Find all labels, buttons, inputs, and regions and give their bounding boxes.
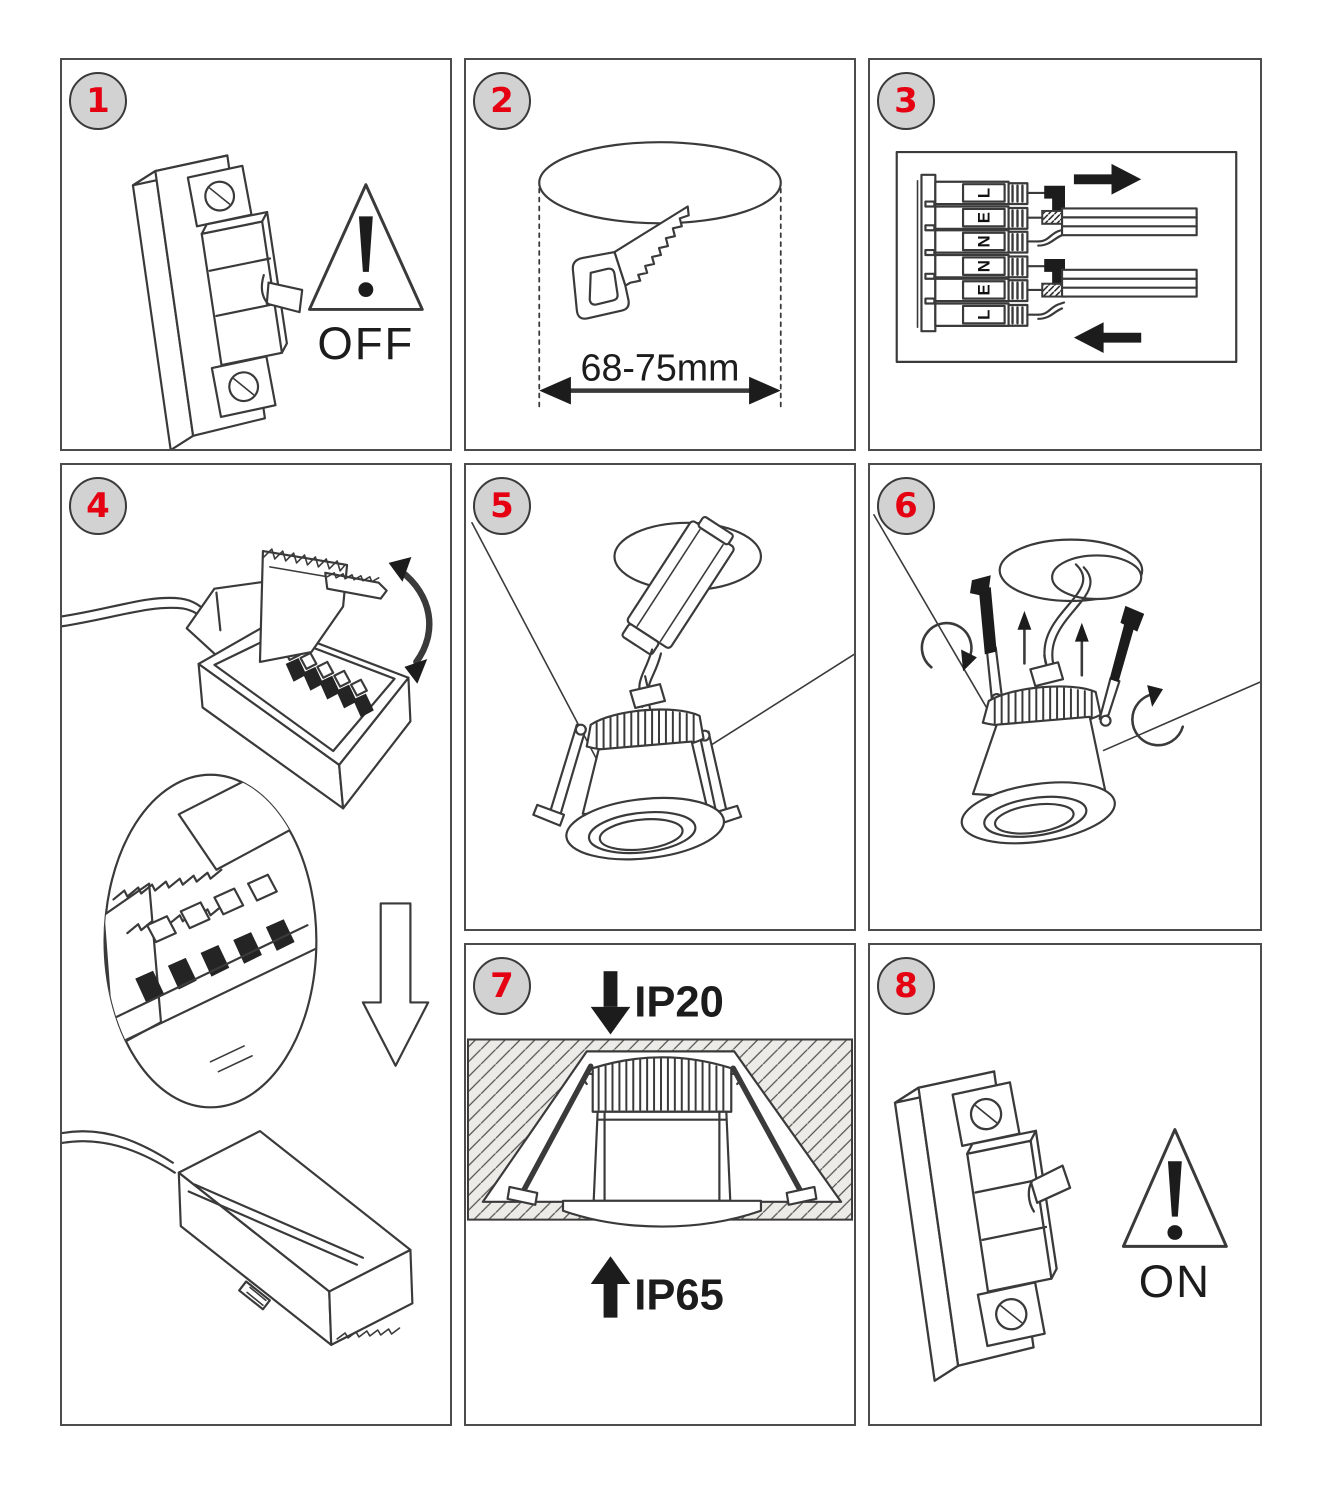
step-number-badge: 8 (877, 957, 935, 1015)
driver-box-open (62, 548, 433, 810)
step-6-illustration (873, 514, 1260, 845)
step-8-illustration: ON (893, 1070, 1228, 1382)
ceiling-hole-ellipse (538, 141, 782, 225)
terminal-row: N (934, 229, 1029, 254)
step-3-panel: 3 L (868, 58, 1262, 451)
push-up-arrow-icon (1017, 610, 1032, 665)
step-number-badge: 3 (877, 72, 935, 130)
circuit-breaker (131, 154, 304, 449)
step-7-panel: 7 IP20 (464, 943, 856, 1426)
step-number-badge: 4 (69, 477, 127, 535)
step-1-illustration: OFF (131, 154, 424, 449)
terminal-row: E (934, 277, 1029, 303)
circuit-breaker (893, 1070, 1072, 1382)
terminal-block: L E N N (916, 173, 1029, 333)
dimension-arrow (539, 376, 781, 405)
connecting-cable (1043, 563, 1092, 675)
step-number-badge: 2 (473, 72, 531, 130)
hinged-lid (258, 548, 388, 664)
terminal-label: L (974, 188, 993, 198)
step-4-illustration (62, 548, 433, 1346)
leader-line (873, 514, 992, 716)
spring-clip-left (532, 723, 587, 827)
spring-clip-right-up (1098, 605, 1145, 727)
step-7-illustration: IP20 IP6 (466, 971, 854, 1320)
spring-clip-left-up (969, 575, 1003, 706)
step-number: 8 (894, 966, 918, 1006)
step-number: 7 (490, 966, 514, 1006)
rotate-clip-arrow-icon (920, 621, 977, 672)
step-number: 6 (894, 486, 918, 526)
step-2-panel: 2 68-75mm (464, 58, 856, 451)
terminal-row: L (934, 180, 1029, 206)
trim-flange (561, 1199, 763, 1228)
dimension-guides (538, 187, 782, 408)
ip20-label: IP20 (634, 979, 724, 1027)
leader-line (701, 653, 854, 752)
step-4-panel: 4 (60, 463, 452, 1426)
wire-in-arrow-icon (1073, 163, 1142, 195)
wire-out-arrow-icon (1073, 322, 1142, 353)
breaker-toggle-on (1029, 1164, 1072, 1204)
push-up-arrow-icon (1074, 622, 1089, 677)
close-lid-down-arrow-icon (361, 902, 430, 1067)
leader-line (1102, 681, 1260, 752)
terminal-label: L (974, 310, 993, 320)
ip65-marking: IP65 (590, 1256, 724, 1320)
step-number: 1 (86, 81, 110, 121)
supply-cable-top (1026, 185, 1198, 247)
terminal-label: E (974, 212, 993, 223)
saw-icon (571, 205, 690, 320)
step-number: 5 (490, 486, 514, 526)
downlight-fixture (565, 675, 726, 861)
ceiling-cross-section (466, 1038, 854, 1228)
leader-line (471, 522, 616, 794)
warning-icon (307, 183, 424, 311)
step-number-badge: 6 (877, 477, 935, 535)
driver-box-closed (62, 1129, 414, 1346)
rotate-clip-arrow-icon (1131, 685, 1185, 747)
warning-icon (1121, 1128, 1228, 1248)
magnified-terminal-detail (103, 773, 318, 1109)
terminal-row: E (934, 205, 1029, 230)
open-close-rotation-arrow-icon (388, 556, 433, 684)
breaker-toggle-off (265, 281, 304, 314)
step-number-badge: 5 (473, 477, 531, 535)
step-5-panel: 5 (464, 463, 856, 931)
driver-inside-hole (1051, 554, 1143, 601)
step-number-badge: 1 (69, 72, 127, 130)
wiring-diagram-frame (895, 150, 1238, 363)
terminal-row: L (934, 302, 1029, 327)
terminal-row: N (934, 253, 1029, 279)
terminal-label: N (974, 260, 993, 272)
power-off-label: OFF (317, 318, 414, 369)
step-2-illustration: 68-75mm (538, 141, 782, 408)
downlight-fixture (960, 654, 1116, 845)
power-on-label: ON (1139, 1256, 1211, 1307)
step-5-illustration (471, 516, 854, 861)
step-number: 4 (86, 486, 110, 526)
step-number-badge: 7 (473, 957, 531, 1015)
terminal-label: E (974, 284, 993, 295)
terminal-label: N (974, 235, 993, 247)
ip20-marking: IP20 (590, 971, 724, 1035)
hole-diameter-label: 68-75mm (581, 347, 740, 389)
step-number: 3 (894, 81, 918, 121)
step-8-panel: 8 (868, 943, 1262, 1426)
ip65-label: IP65 (634, 1272, 724, 1320)
driver-unit-entering-hole (621, 516, 735, 656)
step-1-panel: 1 (60, 58, 452, 451)
supply-cable-bottom (1026, 258, 1198, 320)
step-number: 2 (490, 81, 514, 121)
terminal-strip (282, 643, 374, 718)
downlight-cross-section (561, 1056, 763, 1228)
step-3-illustration: L E N N (895, 150, 1238, 363)
step-6-panel: 6 (868, 463, 1262, 931)
